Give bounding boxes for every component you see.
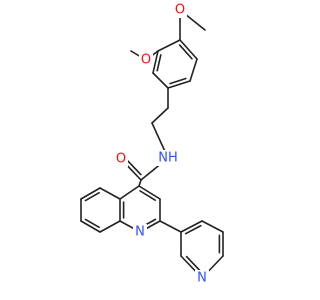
- atom-n-quinoline: N: [133, 224, 147, 240]
- bond-a3-a2: [157, 39, 181, 52]
- bond-c7-c8: [80, 220, 101, 233]
- bond-e1-e2: [151, 107, 169, 124]
- bond-a2-a1: [179, 39, 198, 60]
- bond-double-a2-a1: [178, 44, 193, 60]
- atom-o-methoxy-top: O: [173, 2, 187, 18]
- atom-o-carbonyl-label: O: [116, 152, 126, 167]
- bond-a5-a4: [152, 72, 169, 89]
- atom-n-quinoline-label: N: [135, 225, 145, 240]
- bond-double-pn-p6: [185, 255, 203, 274]
- bond-double-a4-a3: [156, 54, 162, 72]
- bond-p1-p2: [180, 220, 203, 233]
- molecule-structure: O O O NH N N: [80, 2, 224, 286]
- atom-labels: O O O NH N N: [114, 2, 209, 286]
- bond-double-c-o3: [125, 158, 142, 176]
- bond-p2-p3: [201, 220, 224, 233]
- atom-o-carbonyl: O: [114, 151, 128, 167]
- bond-double-c7-c8: [84, 218, 100, 229]
- atom-nh-amide: NH: [157, 150, 179, 166]
- bond-a4-a3: [152, 50, 159, 74]
- bond-c8-c8a: [99, 220, 121, 233]
- bond-c-c4: [138, 179, 142, 187]
- bond-c5-c6: [80, 187, 101, 200]
- bond-a1-a6: [189, 58, 198, 82]
- bond-double-c5-c6: [84, 191, 100, 202]
- bond-double-p1-p2: [184, 224, 202, 235]
- atom-n-pyridine-label: N: [197, 271, 207, 286]
- atom-o-methoxy-mid: O: [139, 52, 153, 68]
- bond-a6-a5: [167, 80, 191, 89]
- atom-o-methoxy-mid-label: O: [141, 53, 151, 68]
- atom-nh-amide-label: NH: [158, 151, 178, 166]
- bond-c4a-c4: [119, 185, 140, 200]
- atom-n-pyridine: N: [195, 270, 209, 286]
- bond-c2-p1: [159, 220, 182, 233]
- bond-c4-c3: [138, 185, 161, 200]
- bond-double-a6-a5: [169, 77, 187, 85]
- bond-lines: [80, 9, 224, 279]
- bond-double-c4-c3: [139, 190, 156, 202]
- atom-o-methoxy-top-label: O: [175, 3, 185, 18]
- bond-c4a-c5: [99, 187, 121, 200]
